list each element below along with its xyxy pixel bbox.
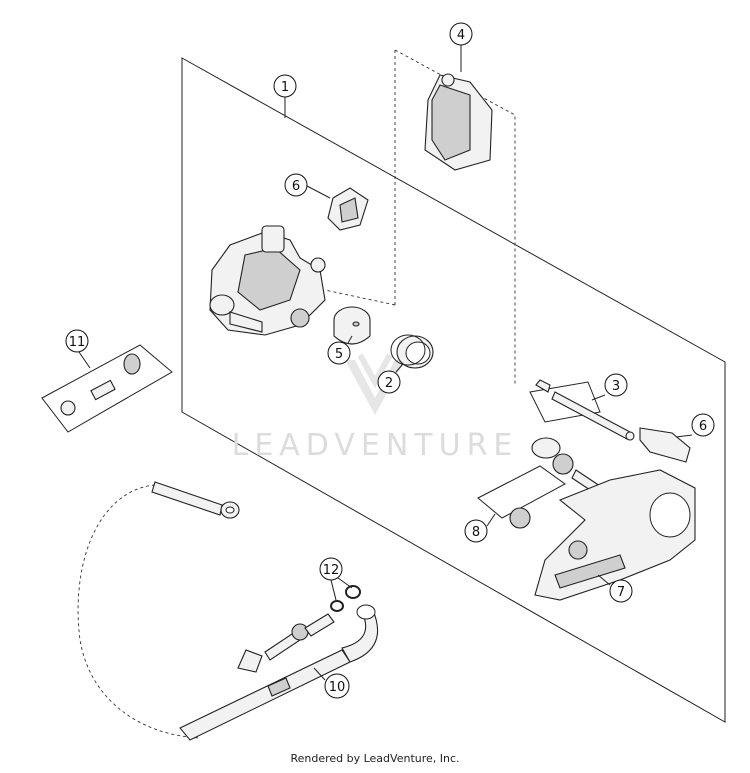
hose-fitting-top — [151, 481, 240, 519]
bushing-part — [509, 437, 601, 529]
render-credit: Rendered by LeadVenture, Inc. — [290, 752, 460, 765]
svg-text:11: 11 — [69, 335, 86, 350]
callout-6a: 6 — [284, 173, 331, 199]
callout-5: 5 — [327, 335, 353, 365]
svg-text:4: 4 — [457, 28, 465, 43]
fitting-set-part — [237, 613, 335, 673]
caliper-bracket-part — [534, 469, 696, 601]
watermark-text: LEADVENTURE — [232, 428, 519, 463]
callout-6b: 6 — [675, 413, 715, 438]
caliper-body-part — [209, 225, 326, 336]
brake-pad-part — [424, 73, 493, 171]
banjo-bolt-part — [60, 353, 141, 416]
svg-text:8: 8 — [472, 525, 480, 540]
clip-part — [639, 427, 691, 463]
svg-text:1: 1 — [281, 80, 289, 95]
brake-hose-part — [179, 604, 379, 741]
piston-part — [333, 306, 371, 345]
callout-12: 12 — [319, 557, 353, 601]
svg-text:3: 3 — [612, 379, 620, 394]
svg-text:5: 5 — [335, 347, 343, 362]
callout-11: 11 — [65, 329, 91, 369]
pad-spring-part — [327, 187, 369, 231]
svg-text:6: 6 — [699, 419, 707, 434]
assembly-panel-outline — [181, 57, 726, 723]
callout-8: 8 — [464, 513, 496, 543]
callout-7: 7 — [597, 574, 633, 603]
svg-text:6: 6 — [292, 179, 300, 194]
callout-2: 2 — [377, 363, 404, 394]
svg-text:7: 7 — [617, 585, 625, 600]
svg-text:10: 10 — [329, 680, 346, 695]
brake-hose-dashed — [77, 484, 201, 739]
seal-rings-part — [390, 334, 434, 369]
callout-4: 4 — [449, 22, 473, 72]
svg-text:2: 2 — [385, 376, 393, 391]
callout-3: 3 — [591, 373, 628, 401]
callout-1: 1 — [273, 74, 297, 118]
sealing-rings-part — [330, 585, 361, 612]
svg-text:12: 12 — [323, 563, 340, 578]
callout-10: 10 — [313, 667, 350, 699]
pin-part — [535, 379, 635, 441]
